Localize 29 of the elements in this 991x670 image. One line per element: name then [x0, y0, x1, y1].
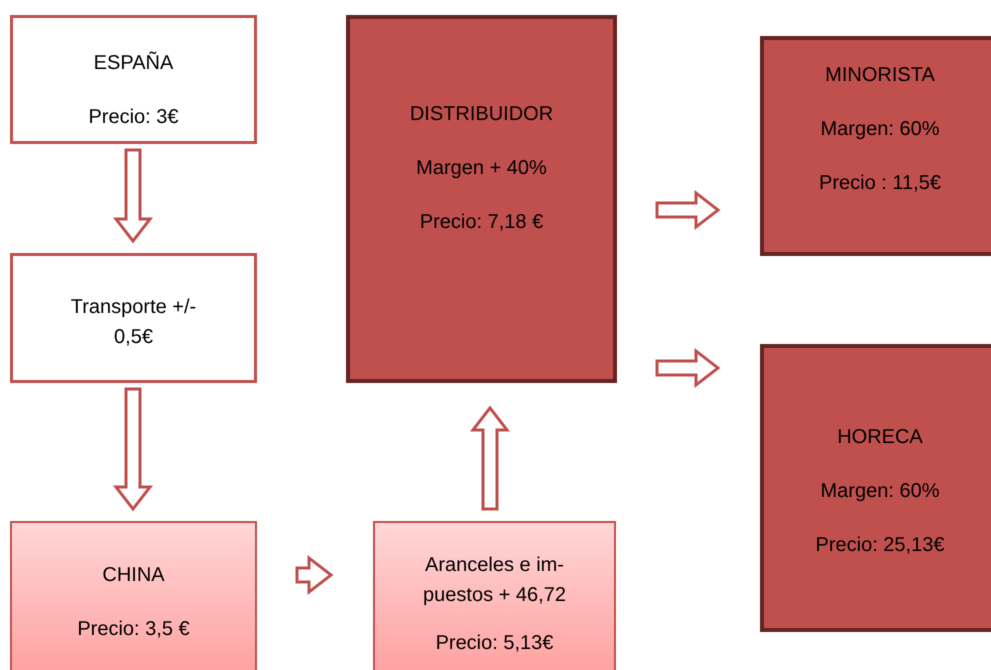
box-text: Precio: 5,13€: [436, 631, 554, 656]
box-text: Precio : 11,5€: [819, 171, 941, 196]
box-text: Margen: 60%: [820, 117, 940, 142]
block-arrow: [656, 348, 720, 388]
box-text: Precio: 7,18 €: [420, 210, 544, 235]
process-box: [760, 36, 991, 256]
box-title: MINORISTA: [825, 63, 935, 88]
block-arrow: [656, 190, 720, 230]
box-title: Transporte +/- 0,5€: [70, 295, 198, 350]
box-text: Margen + 40%: [416, 156, 547, 181]
box-title: HORECA: [837, 425, 923, 450]
box-text: Precio: 3€: [88, 105, 179, 130]
process-box: [10, 521, 257, 670]
process-box: [760, 344, 991, 632]
process-box: [10, 253, 257, 383]
block-arrow: [112, 148, 154, 244]
box-title: ESPAÑA: [94, 50, 174, 76]
process-box: [10, 15, 257, 144]
box-title: DISTRIBUIDOR: [410, 102, 554, 127]
box-text: Precio: 3,5 €: [77, 617, 190, 642]
block-arrow: [112, 388, 154, 512]
box-text: Precio: 25,13€: [816, 533, 944, 558]
box-text: Margen: 60%: [820, 479, 940, 504]
box-title: Aranceles e im- puestos + 46,72: [422, 553, 567, 608]
block-arrow: [470, 406, 510, 510]
block-arrow: [296, 554, 334, 596]
process-box: [346, 15, 617, 383]
process-box: [373, 521, 616, 670]
box-title: CHINA: [102, 563, 165, 588]
